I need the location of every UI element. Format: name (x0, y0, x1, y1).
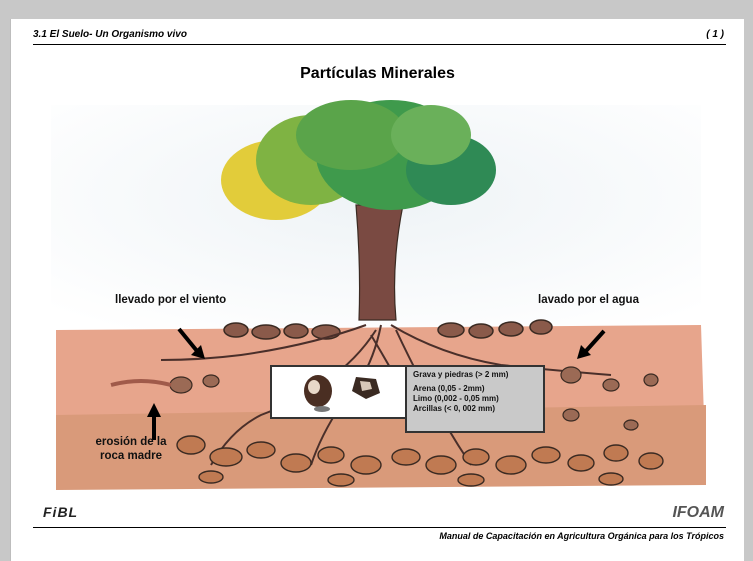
page-number: ( 1 ) (706, 29, 724, 40)
label-erosion: erosión de la roca madre (81, 435, 181, 463)
particle-clay: Arcillas (< 0, 002 mm) (413, 404, 537, 414)
footer-divider (33, 527, 726, 528)
particle-size-legend: Grava y piedras (> 2 mm) Arena (0,05 - 2… (405, 365, 545, 433)
label-erosion-line2: roca madre (81, 449, 181, 463)
label-erosion-line1: erosión de la (81, 435, 181, 449)
fibl-logo: FiBL (43, 504, 78, 520)
label-water: lavado por el agua (538, 293, 639, 307)
footer-text: Manual de Capacitación en Agricultura Or… (439, 531, 724, 541)
slide: 3.1 El Suelo- Un Organismo vivo ( 1 ) Pa… (10, 19, 744, 561)
particle-gravel: Grava y piedras (> 2 mm) (413, 370, 537, 380)
header-divider (33, 44, 726, 45)
slide-title: Partículas Minerales (11, 65, 744, 83)
particle-silt: Limo (0,002 - 0,05 mm) (413, 394, 537, 404)
ifoam-logo: IFOAM (672, 504, 724, 522)
particle-sand: Arena (0,05 - 2mm) (413, 384, 537, 394)
section-title: 3.1 El Suelo- Un Organismo vivo (33, 29, 187, 40)
stone-image (272, 367, 406, 417)
label-wind: llevado por el viento (115, 293, 226, 307)
particle-photo (270, 365, 408, 419)
